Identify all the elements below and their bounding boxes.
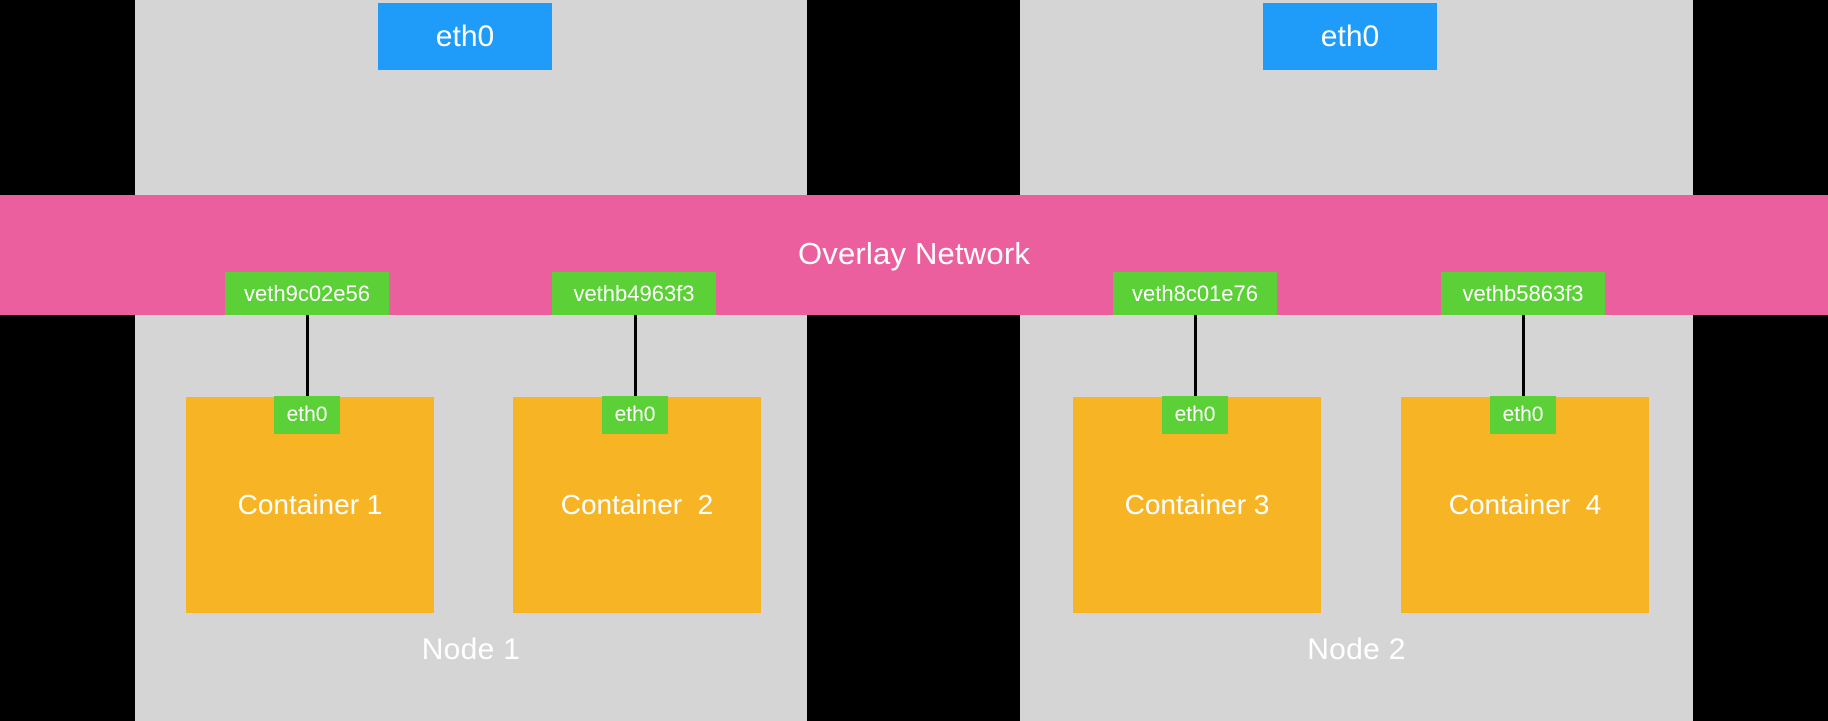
connector-line-3 — [1194, 315, 1197, 400]
host-interface-eth0-node-1: eth0 — [378, 3, 552, 70]
overlay-network-title: Overlay Network — [797, 236, 1031, 271]
node-label-1: Node 1 — [421, 633, 521, 666]
veth-label-3: veth8c01e76 — [1113, 272, 1277, 315]
container-name-2: Container 2 — [560, 489, 714, 520]
container-name-1: Container 1 — [237, 489, 383, 520]
connector-line-1 — [306, 315, 309, 400]
connector-line-2 — [634, 315, 637, 400]
container-interface-eth0-1: eth0 — [274, 396, 340, 434]
container-interface-eth0-3: eth0 — [1162, 396, 1228, 434]
host-interface-eth0-node-2: eth0 — [1263, 3, 1437, 70]
veth-label-4: vethb5863f3 — [1441, 272, 1605, 315]
connector-line-4 — [1522, 315, 1525, 400]
node-label-2: Node 2 — [1307, 633, 1406, 666]
veth-label-1: veth9c02e56 — [225, 272, 389, 315]
container-name-3: Container 3 — [1124, 489, 1270, 520]
container-name-4: Container 4 — [1448, 489, 1602, 520]
veth-label-2: vethb4963f3 — [552, 272, 716, 315]
container-interface-eth0-4: eth0 — [1490, 396, 1556, 434]
container-interface-eth0-2: eth0 — [602, 396, 668, 434]
